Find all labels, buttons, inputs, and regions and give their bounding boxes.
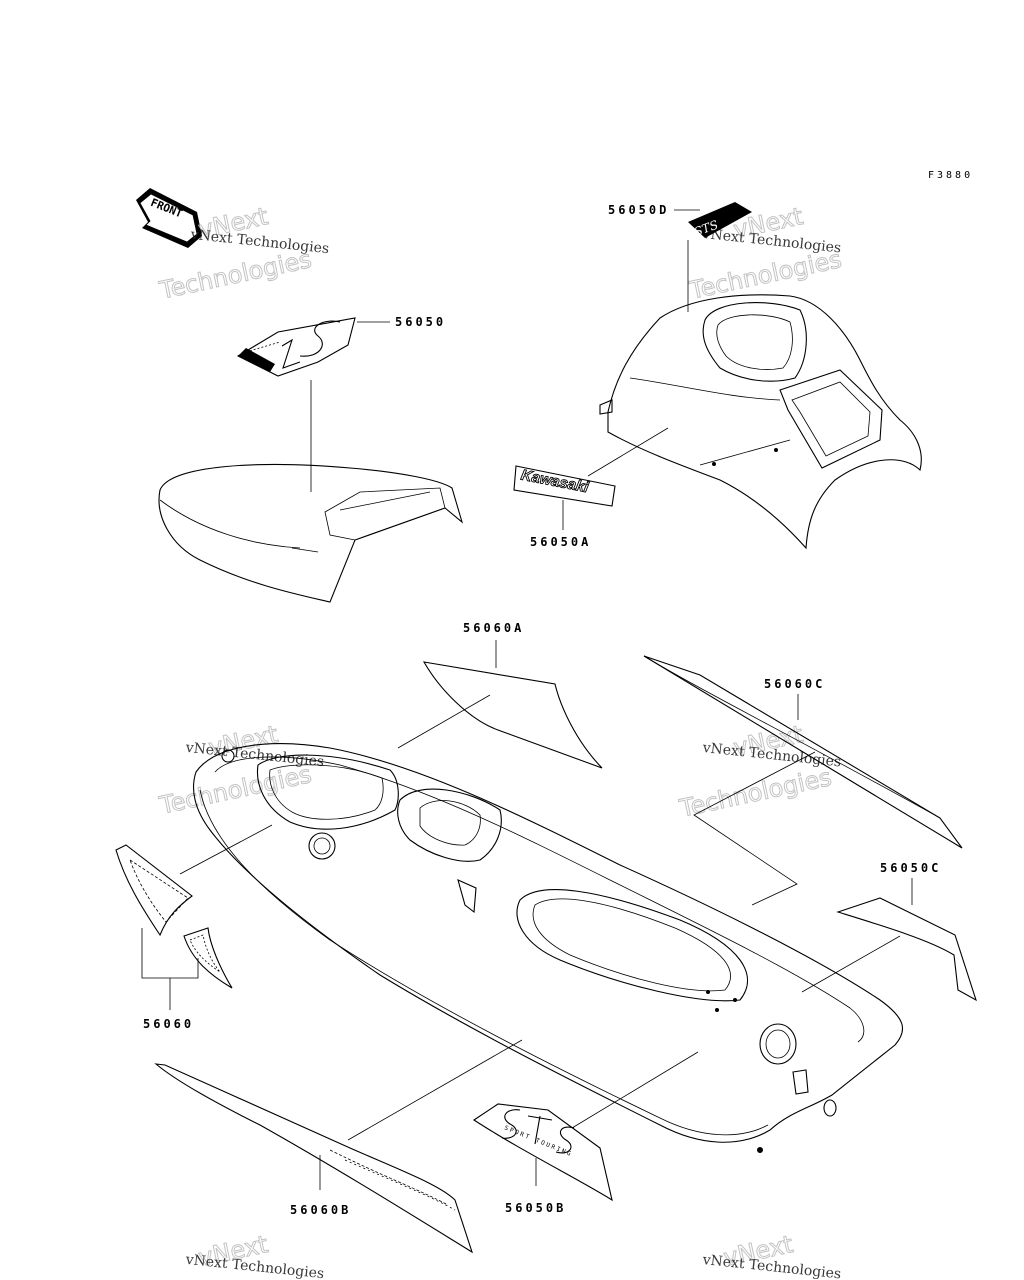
label-56050a: 56050A <box>530 535 591 549</box>
hull-body <box>193 743 904 1153</box>
svg-text:Technologies: Technologies <box>156 245 314 305</box>
label-56060: 56060 <box>143 1017 194 1031</box>
label-56060a: 56060A <box>463 621 524 635</box>
label-56060b: 56060B <box>290 1203 351 1217</box>
decal-56050c <box>836 897 977 1002</box>
seat-tank-cover <box>599 294 922 550</box>
decal-56060 <box>115 844 233 989</box>
kawasaki-text: Kawasaki <box>519 467 590 497</box>
decal-56060c <box>643 655 963 849</box>
svg-text:Technologies: Technologies <box>676 763 834 823</box>
label-56050c: 56050C <box>880 861 941 875</box>
label-56050: 56050 <box>395 315 446 329</box>
decal-56050b: SPORT TOURING <box>473 1103 613 1202</box>
ls-decal <box>236 317 356 377</box>
front-hood-cover <box>158 463 464 603</box>
sport-touring-text: SPORT TOURING <box>503 1124 573 1158</box>
decal-56060a <box>422 661 603 769</box>
figure-code: F3880 <box>928 170 973 181</box>
kawasaki-decal: Kawasaki <box>513 465 616 507</box>
decal-56060b <box>154 1063 473 1254</box>
label-56050b: 56050B <box>505 1201 566 1215</box>
label-56060c: 56060C <box>764 677 825 691</box>
label-56050d: 56050D <box>608 203 669 217</box>
